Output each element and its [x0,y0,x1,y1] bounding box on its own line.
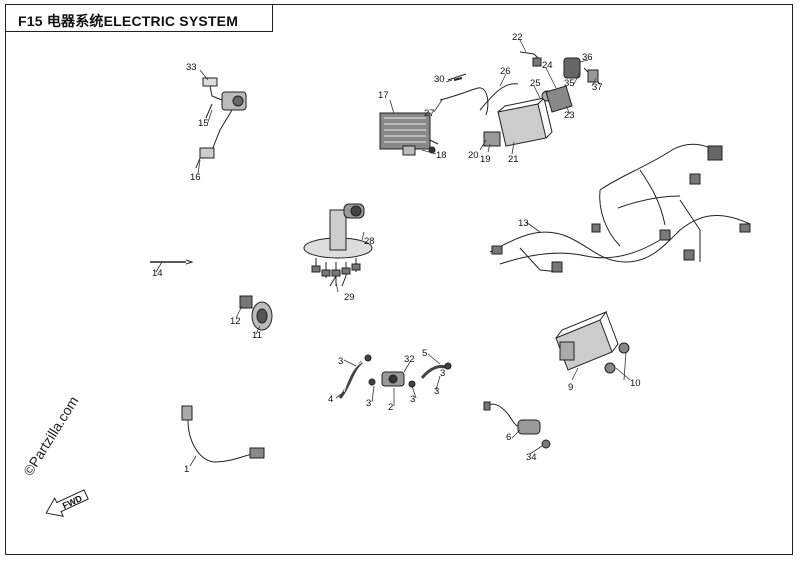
horn-part [239,295,273,331]
callout-20: 20 [468,150,479,161]
callout-15: 15 [198,118,209,129]
callout-27: 27 [424,108,435,119]
ecu-box-part [483,90,553,147]
wiring-harness-part [489,143,751,273]
callout-29: 29 [344,292,355,303]
cdi-unit-part [555,310,630,374]
callout-3e: 3 [440,368,445,379]
callout-24: 24 [542,60,553,71]
callout-12: 12 [230,316,241,327]
callout-5: 5 [422,348,427,359]
callout-36: 36 [582,52,593,63]
sensor-bracket-part [338,354,452,399]
callout-labels: 33 15 16 17 18 30 27 26 22 25 24 23 35 3… [152,32,641,475]
callout-11: 11 [252,330,262,341]
bracket-part [519,51,542,67]
leader-lines [155,39,631,467]
callout-32: 32 [404,354,415,365]
fwd-arrow-icon: FWD [45,489,89,517]
callout-30: 30 [434,74,445,85]
callout-17: 17 [378,90,389,101]
callout-1: 1 [184,464,189,475]
pin-part [150,259,194,265]
callout-28: 28 [364,236,375,247]
oxygen-sensor-part [181,405,265,463]
callout-3d: 3 [434,386,439,397]
callout-2: 2 [388,402,393,413]
callout-26: 26 [500,66,511,77]
callout-14: 14 [152,268,163,279]
ignition-coil-part [195,77,247,169]
callout-22: 22 [512,32,523,43]
callout-18: 18 [436,150,447,161]
sensor-part [483,401,551,449]
callout-19: 19 [480,154,491,165]
callout-25: 25 [530,78,541,89]
callout-3a: 3 [338,356,343,367]
callout-37: 37 [592,82,603,93]
callout-3c: 3 [410,394,415,405]
diagram-frame [5,4,793,555]
callout-10: 10 [630,378,641,389]
title-box: F15 电器系统ELECTRIC SYSTEM [5,4,273,32]
voltage-regulator-part [379,112,439,156]
starter-relay-part [545,57,601,113]
callout-35: 35 [564,78,575,89]
callout-23: 23 [564,110,575,121]
page-title: F15 电器系统ELECTRIC SYSTEM [18,13,239,29]
callout-13: 13 [518,218,529,229]
callout-34: 34 [526,452,537,463]
callout-3b: 3 [366,398,371,409]
callout-21: 21 [508,154,519,165]
callout-6: 6 [506,432,511,443]
callout-4: 4 [328,394,333,405]
ignition-switch-part [303,203,373,287]
callout-33: 33 [186,62,197,73]
callout-16: 16 [190,172,201,183]
callout-9: 9 [568,382,573,393]
wire-lead-part [439,73,519,116]
